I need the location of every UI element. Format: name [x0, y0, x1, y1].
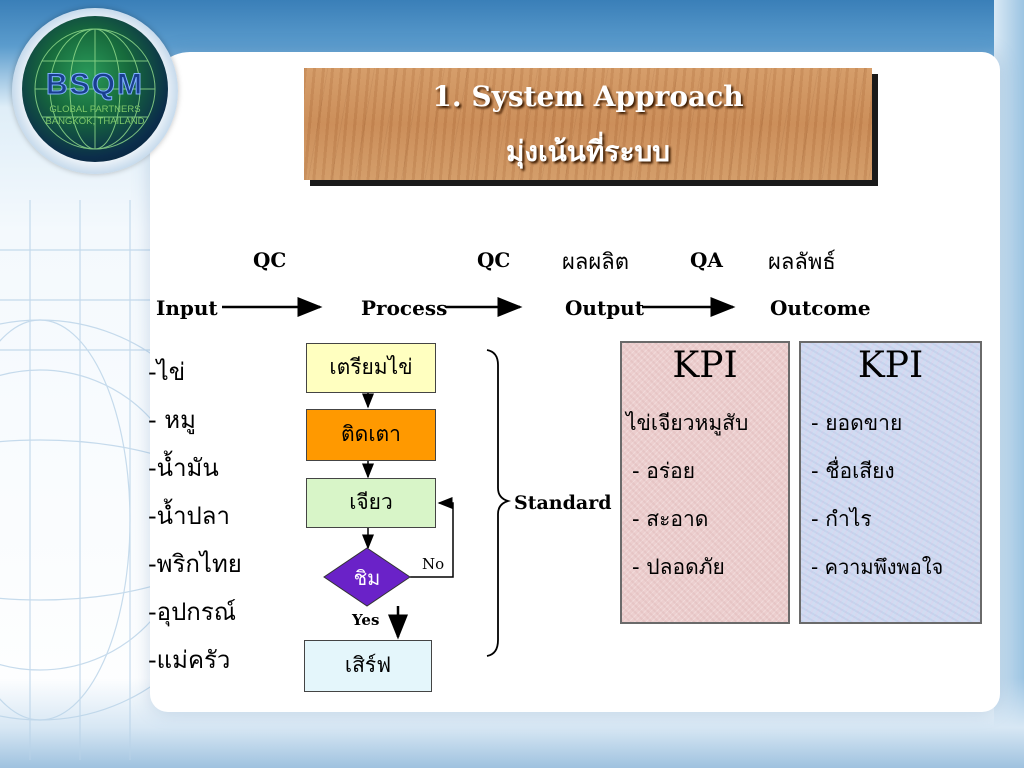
kpi-output-title: KPI	[672, 345, 738, 386]
input-item: -ไข่	[148, 358, 186, 386]
slide-subtitle: มุ่งเน้นที่ระบบ	[505, 135, 671, 168]
kpi-output-box: KPI ไข่เจียวหมูสับ - อร่อย - สะอาด - ปลอ…	[620, 341, 790, 624]
bsqm-logo: BSQM GLOBAL PARTNERS BANGKOK, THAILAND	[22, 16, 168, 162]
kpi-output-item: - ปลอดภัย	[632, 555, 725, 579]
kpi-outcome-item: - ยอดขาย	[811, 411, 903, 435]
slide-title: 1. System Approach	[432, 80, 744, 113]
logo-tagline-2: BANGKOK, THAILAND	[45, 116, 145, 127]
arrow-taste-no-loop	[410, 497, 454, 578]
qc-label-1: QC	[253, 248, 287, 272]
yes-label: Yes	[352, 611, 380, 629]
input-item: -แม่ครัว	[148, 646, 231, 674]
standard-label: Standard	[514, 492, 612, 514]
fire-step: ติดเตา	[306, 409, 436, 461]
input-item: -น้ำมัน	[148, 454, 219, 482]
serve-step: เสิร์ฟ	[304, 640, 432, 692]
input-item: -พริกไทย	[148, 550, 242, 578]
logo-tagline-1: GLOBAL PARTNERS	[49, 104, 141, 115]
fry-step: เจียว	[306, 478, 436, 528]
kpi-output-item: ไข่เจียวหมูสับ	[626, 411, 749, 435]
qa-label: QA	[690, 248, 723, 272]
logo-wordmark: BSQM	[46, 68, 144, 102]
prepare-step: เตรียมไข่	[306, 343, 436, 393]
kpi-output-item: - สะอาด	[632, 507, 709, 531]
title-banner: 1. System Approach มุ่งเน้นที่ระบบ	[304, 68, 872, 180]
kpi-outcome-item: - ความพึงพอใจ	[811, 555, 944, 579]
result-label: ผลลัพธ์	[768, 250, 836, 275]
kpi-outcome-item: - กำไร	[811, 507, 872, 531]
process-label: Process	[361, 296, 448, 320]
kpi-outcome-item: - ชื่อเสียง	[811, 459, 895, 483]
qc-label-2: QC	[477, 248, 511, 272]
input-label: Input	[156, 296, 218, 320]
standard-brace	[486, 349, 512, 657]
input-item: -น้ำปลา	[148, 502, 230, 530]
globe-grid-icon	[34, 28, 156, 150]
output-label: Output	[565, 296, 644, 320]
kpi-outcome-box: KPI - ยอดขาย - ชื่อเสียง - กำไร - ความพึ…	[799, 341, 982, 624]
taste-decision-diamond	[323, 547, 411, 607]
taste-step-label: ชิม	[353, 566, 381, 590]
input-item: - หมู	[148, 406, 196, 434]
input-item: -อุปกรณ์	[148, 598, 236, 626]
outcome-label: Outcome	[770, 296, 871, 320]
kpi-output-item: - อร่อย	[632, 459, 696, 483]
no-label: No	[422, 555, 445, 573]
product-label: ผลผลิต	[562, 250, 630, 275]
kpi-outcome-title: KPI	[857, 345, 924, 386]
